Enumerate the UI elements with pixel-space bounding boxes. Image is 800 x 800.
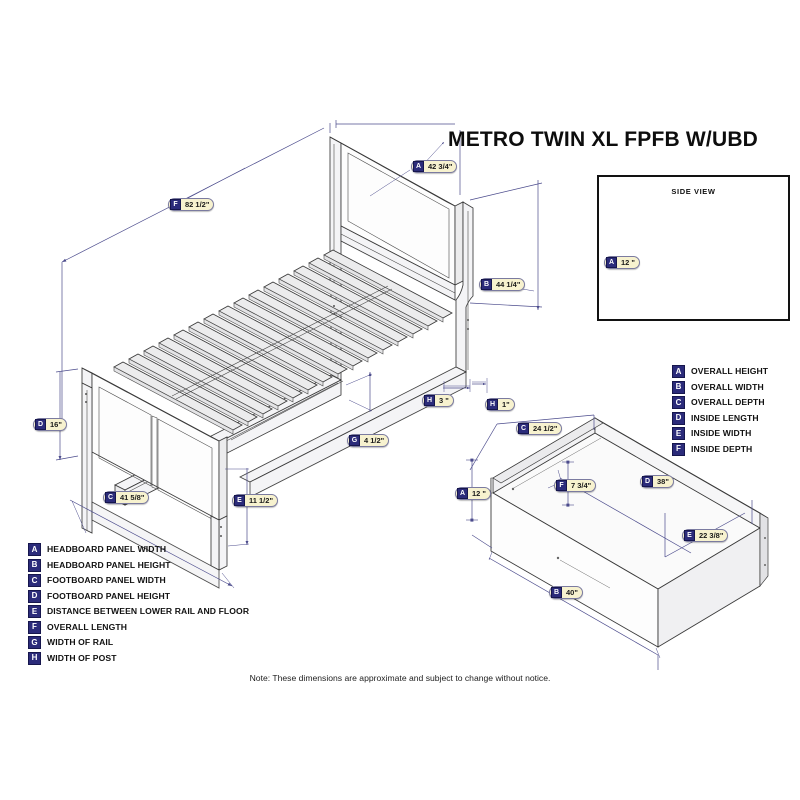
legend-letter-badge: A: [672, 365, 685, 378]
dimension-callout-drawer-a-1: A 12 ": [455, 487, 491, 500]
legend-letter-badge: A: [28, 543, 41, 556]
dimension-callout-bed-a-1: A 42 3/4": [411, 160, 458, 173]
callout-letter-badge: C: [518, 423, 529, 434]
callout-value: 38": [657, 476, 669, 486]
callout-letter-badge: A: [606, 257, 617, 268]
legend-letter-badge: C: [672, 396, 685, 409]
callout-letter-badge: H: [424, 395, 435, 406]
legend-item-label: OVERALL LENGTH: [47, 621, 128, 632]
legend-letter-badge: B: [28, 558, 41, 572]
callout-letter-badge: G: [349, 435, 360, 446]
callout-value: 4 1/2": [364, 435, 385, 445]
legend-item-bed-e: E DISTANCE BETWEEN LOWER RAIL AND FLOOR: [28, 605, 249, 618]
legend-letter-badge: E: [672, 427, 685, 440]
callout-letter-badge: C: [105, 492, 116, 503]
side-view-title: SIDE VIEW: [671, 187, 716, 196]
dimension-callout-bed-h-8: H 1": [485, 398, 515, 411]
callout-value: 7 3/4": [571, 480, 592, 490]
legend-item-drawer-f: F INSIDE DEPTH: [672, 442, 768, 456]
callout-letter-badge: F: [170, 199, 181, 210]
legend-item-label: HEADBOARD PANEL WIDTH: [47, 544, 167, 555]
dimension-callout-bed-b-2: B 44 1/4": [479, 278, 526, 291]
legend-letter-badge: D: [672, 411, 685, 425]
callout-value: 44 1/4": [496, 279, 521, 289]
callout-letter-badge: D: [35, 419, 46, 430]
callout-value: 24 1/2": [533, 423, 558, 433]
dimension-callout-drawer-e-4: E 22 3/8": [682, 529, 729, 542]
legend-item-bed-g: G WIDTH OF RAIL: [28, 636, 249, 649]
dimension-callout-bed-f-0: F 82 1/2": [168, 198, 215, 211]
legend-item-label: INSIDE DEPTH: [691, 443, 753, 454]
callout-value: 12 ": [472, 488, 486, 498]
page-title: METRO TWIN XL FPFB W/UBD: [448, 128, 759, 151]
legend-item-bed-h: H WIDTH OF POST: [28, 651, 249, 665]
legend-item-label: OVERALL WIDTH: [691, 381, 764, 392]
legend-item-label: WIDTH OF POST: [47, 652, 117, 663]
legend-item-bed-b: B HEADBOARD PANEL HEIGHT: [28, 558, 249, 572]
callout-letter-badge: F: [556, 480, 567, 491]
callout-value: 41 5/8": [120, 492, 145, 502]
legend-letter-badge: H: [28, 651, 41, 665]
callout-value: 12 ": [621, 257, 635, 267]
legend-letter-badge: C: [28, 574, 41, 587]
legend-item-label: DISTANCE BETWEEN LOWER RAIL AND FLOOR: [47, 606, 250, 617]
legend-letter-badge: F: [672, 442, 685, 456]
callout-value: 40": [566, 587, 578, 597]
callout-value: 82 1/2": [185, 199, 210, 209]
callout-letter-badge: B: [551, 587, 562, 598]
callout-letter-badge: E: [684, 530, 695, 541]
legend-letter-badge: F: [28, 620, 41, 634]
callout-value: 42 3/4": [428, 161, 453, 171]
callout-value: 11 1/2": [249, 495, 273, 505]
callout-value: 3 ": [439, 395, 449, 405]
callout-value: 16": [50, 419, 62, 429]
dimension-callout-bed-c-4: C 41 5/8": [103, 491, 150, 504]
legend-item-bed-f: F OVERALL LENGTH: [28, 620, 249, 634]
side-view-panel: SIDE VIEW: [597, 175, 790, 321]
dimension-callout-drawer-d-3: D 38": [640, 475, 674, 488]
callout-letter-badge: A: [457, 488, 468, 499]
legend-item-label: FOOTBOARD PANEL WIDTH: [47, 575, 166, 586]
dimension-callout-drawer-c-0: C 24 1/2": [516, 422, 563, 435]
dimension-callout-bed-d-3: D 16": [33, 418, 67, 431]
legend-drawer-dimensions: A OVERALL HEIGHT B OVERALL WIDTH C OVERALL DE…: [672, 365, 768, 458]
legend-item-drawer-b: B OVERALL WIDTH: [672, 380, 768, 394]
legend-item-drawer-a: A OVERALL HEIGHT: [672, 365, 768, 378]
legend-item-drawer-d: D INSIDE LENGTH: [672, 411, 768, 425]
dimension-callout-bed-g-6: G 4 1/2": [347, 434, 390, 447]
disclaimer-note: Note: These dimensions are approximate a…: [249, 673, 551, 683]
legend-letter-badge: D: [28, 589, 41, 603]
legend-letter-badge: B: [672, 380, 685, 394]
callout-value: 22 3/8": [699, 530, 724, 540]
legend-item-bed-d: D FOOTBOARD PANEL HEIGHT: [28, 589, 249, 603]
legend-item-bed-c: C FOOTBOARD PANEL WIDTH: [28, 574, 249, 587]
legend-item-drawer-c: C OVERALL DEPTH: [672, 396, 768, 409]
dimension-callout-drawer-b-5: B 40": [549, 586, 583, 599]
dimension-callout-bed-e-5: E 11 1/2": [232, 494, 278, 507]
legend-item-bed-a: A HEADBOARD PANEL WIDTH: [28, 543, 249, 556]
legend-item-label: OVERALL HEIGHT: [691, 366, 769, 377]
legend-item-label: HEADBOARD PANEL HEIGHT: [47, 559, 171, 570]
dimension-callout-sideview-a-0: A 12 ": [604, 256, 640, 269]
dimension-callout-drawer-f-2: F 7 3/4": [554, 479, 597, 492]
callout-letter-badge: A: [413, 161, 424, 172]
legend-item-label: INSIDE LENGTH: [691, 412, 759, 423]
legend-item-label: OVERALL DEPTH: [691, 397, 765, 408]
legend-item-label: INSIDE WIDTH: [691, 428, 752, 439]
callout-value: 1": [502, 399, 510, 409]
legend-letter-badge: E: [28, 605, 41, 618]
dimension-callout-bed-h-7: H 3 ": [422, 394, 454, 407]
legend-letter-badge: G: [28, 636, 41, 649]
legend-item-label: FOOTBOARD PANEL HEIGHT: [47, 590, 171, 601]
callout-letter-badge: B: [481, 279, 492, 290]
legend-bed-dimensions: A HEADBOARD PANEL WIDTH B HEADBOARD PANEL H…: [28, 543, 249, 667]
legend-item-drawer-e: E INSIDE WIDTH: [672, 427, 768, 440]
callout-letter-badge: E: [234, 495, 245, 506]
legend-item-label: WIDTH OF RAIL: [47, 637, 114, 648]
callout-letter-badge: H: [487, 399, 498, 410]
callout-letter-badge: D: [642, 476, 653, 487]
